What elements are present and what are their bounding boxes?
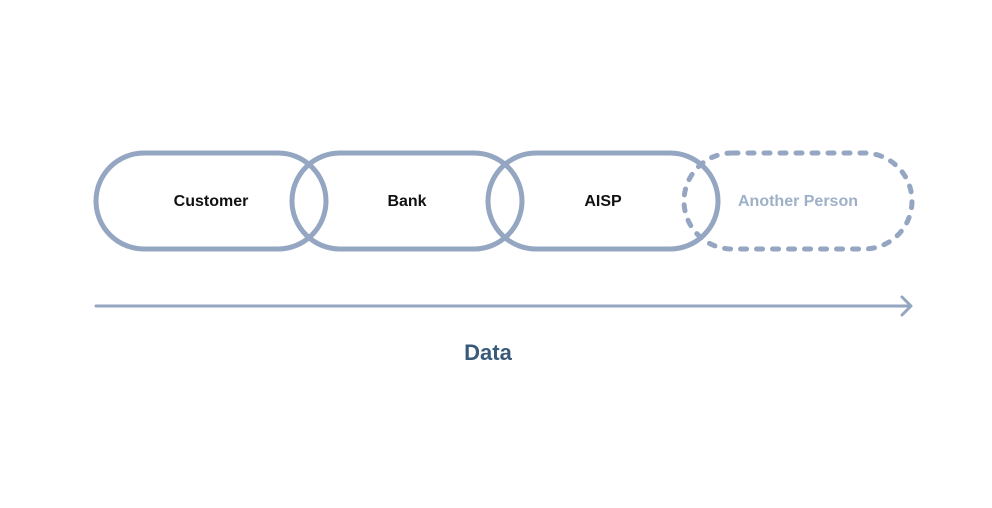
node-bank-outline bbox=[289, 150, 525, 252]
axis-label-data: Data bbox=[464, 340, 512, 365]
node-customer-label: Customer bbox=[173, 193, 249, 210]
node-another-person-label: Another Person bbox=[737, 193, 858, 210]
node-aisp-outline bbox=[485, 150, 721, 252]
node-customer-outline bbox=[93, 150, 329, 252]
node-aisp-label: AISP bbox=[584, 193, 622, 210]
arrow-head-icon bbox=[900, 295, 913, 317]
node-another-person-outline bbox=[681, 150, 915, 252]
node-bank-label: Bank bbox=[387, 193, 427, 210]
